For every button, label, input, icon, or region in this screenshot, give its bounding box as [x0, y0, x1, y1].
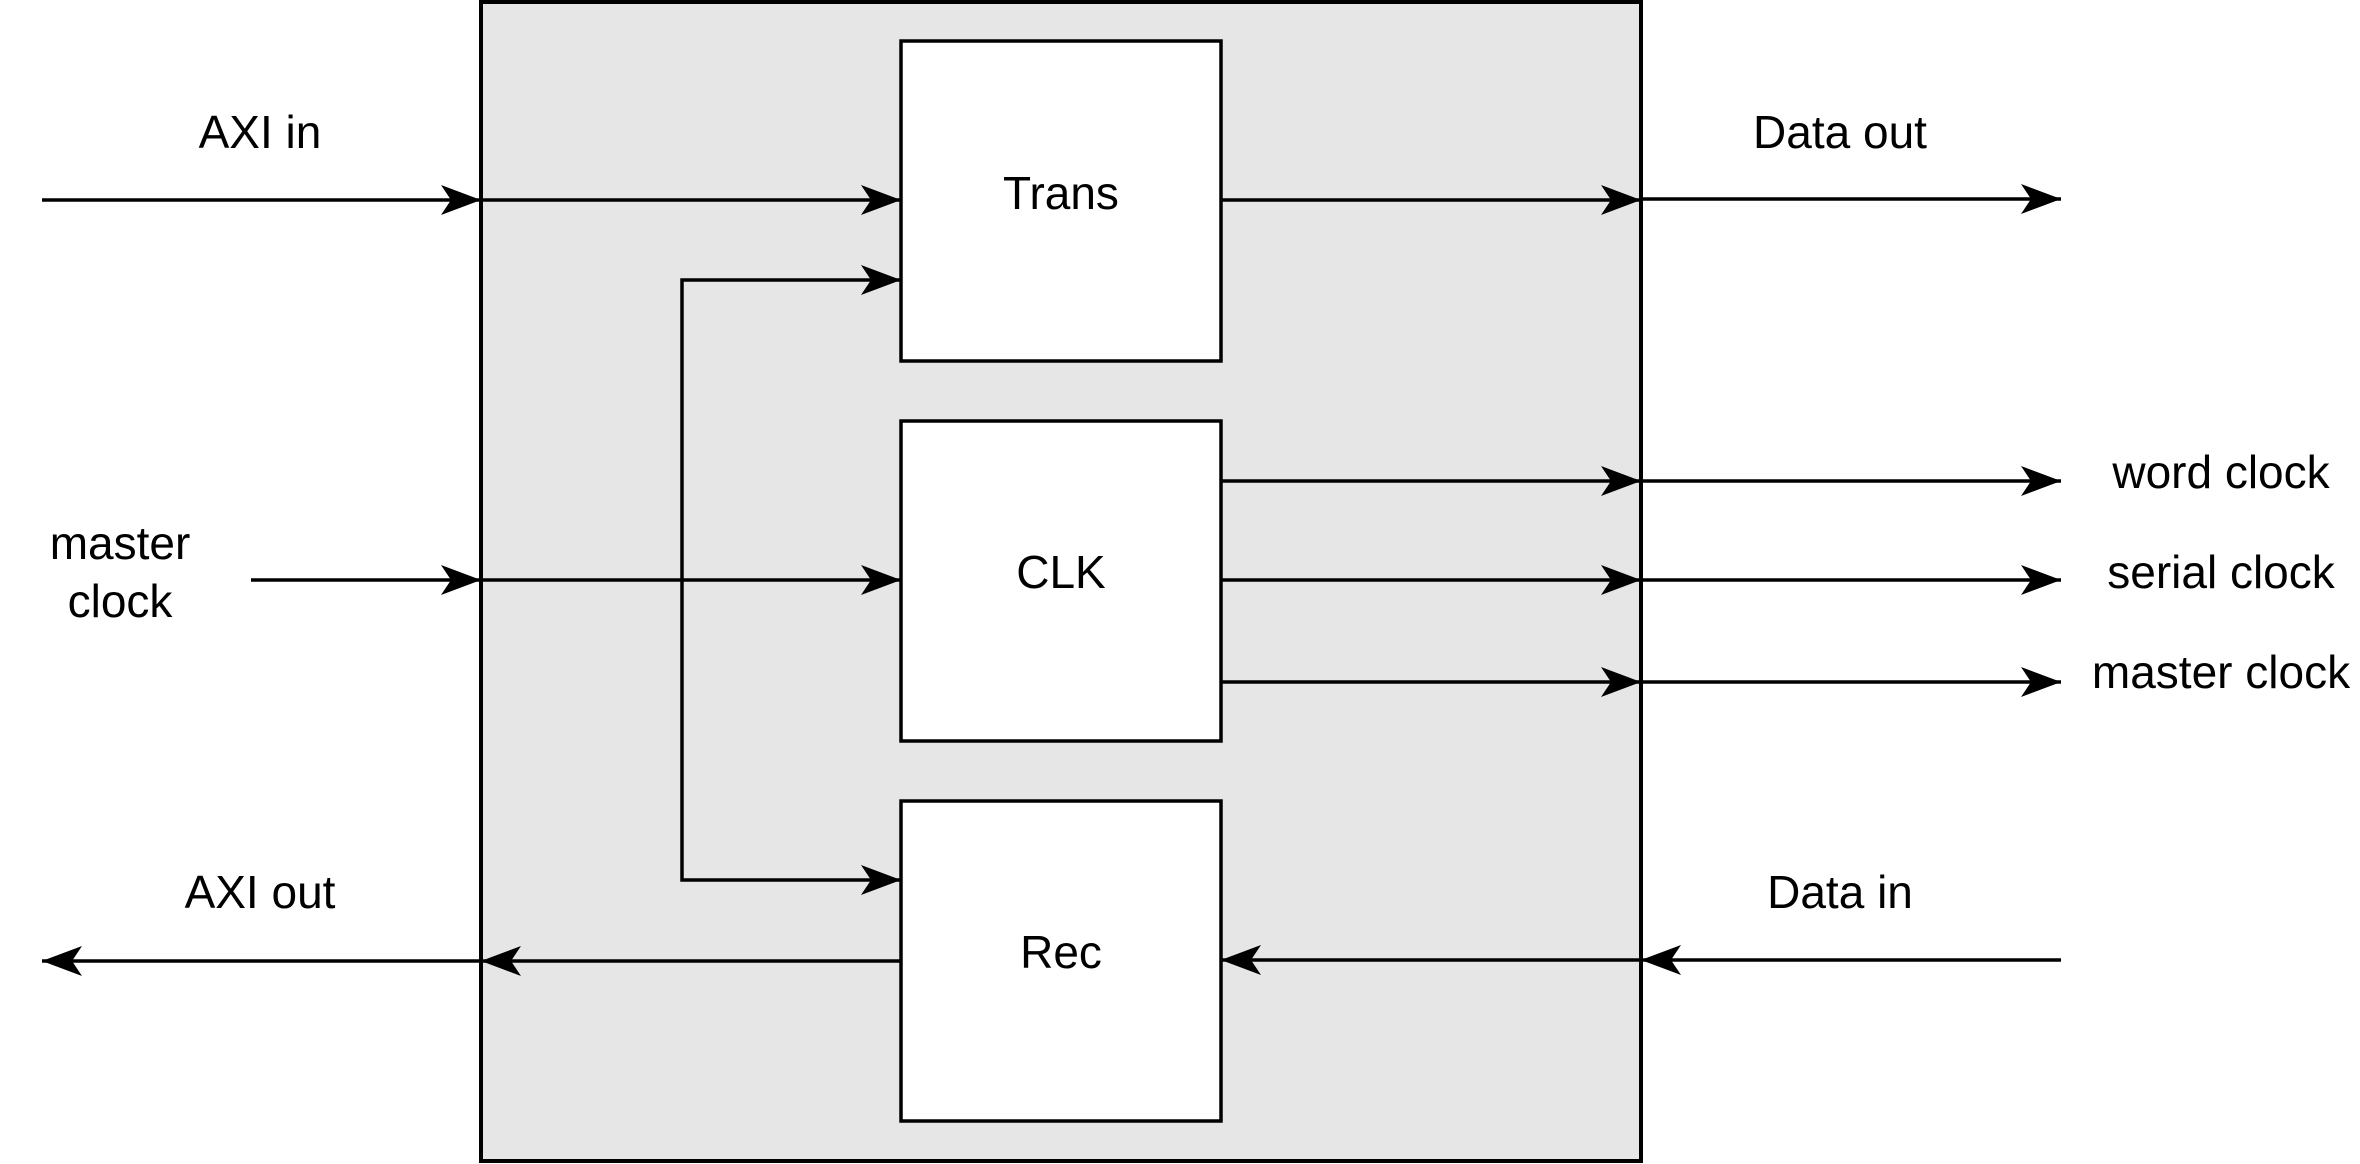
- data-out-label: Data out: [1753, 106, 1927, 158]
- clock-branch-to-trans-arrow: [680, 265, 901, 580]
- trans-block: [899, 39, 1223, 363]
- master-clock-in-label-line1: master: [50, 517, 191, 569]
- word-clock-label: word clock: [2111, 446, 2330, 498]
- clk-block-label: CLK: [1016, 546, 1106, 598]
- axi-in-label: AXI in: [199, 106, 322, 158]
- clock-branch-to-rec-arrow: [680, 580, 901, 895]
- axi-out-label: AXI out: [185, 866, 336, 918]
- master-clock-in-label-line2: clock: [68, 575, 174, 627]
- rec-block-label: Rec: [1020, 926, 1102, 978]
- trans-block-label: Trans: [1003, 167, 1119, 219]
- master-clock-out-label: master clock: [2092, 646, 2351, 698]
- data-in-label: Data in: [1767, 866, 1913, 918]
- serial-clock-label: serial clock: [2107, 546, 2336, 598]
- clk-block: [899, 419, 1223, 743]
- rec-block: [899, 799, 1223, 1123]
